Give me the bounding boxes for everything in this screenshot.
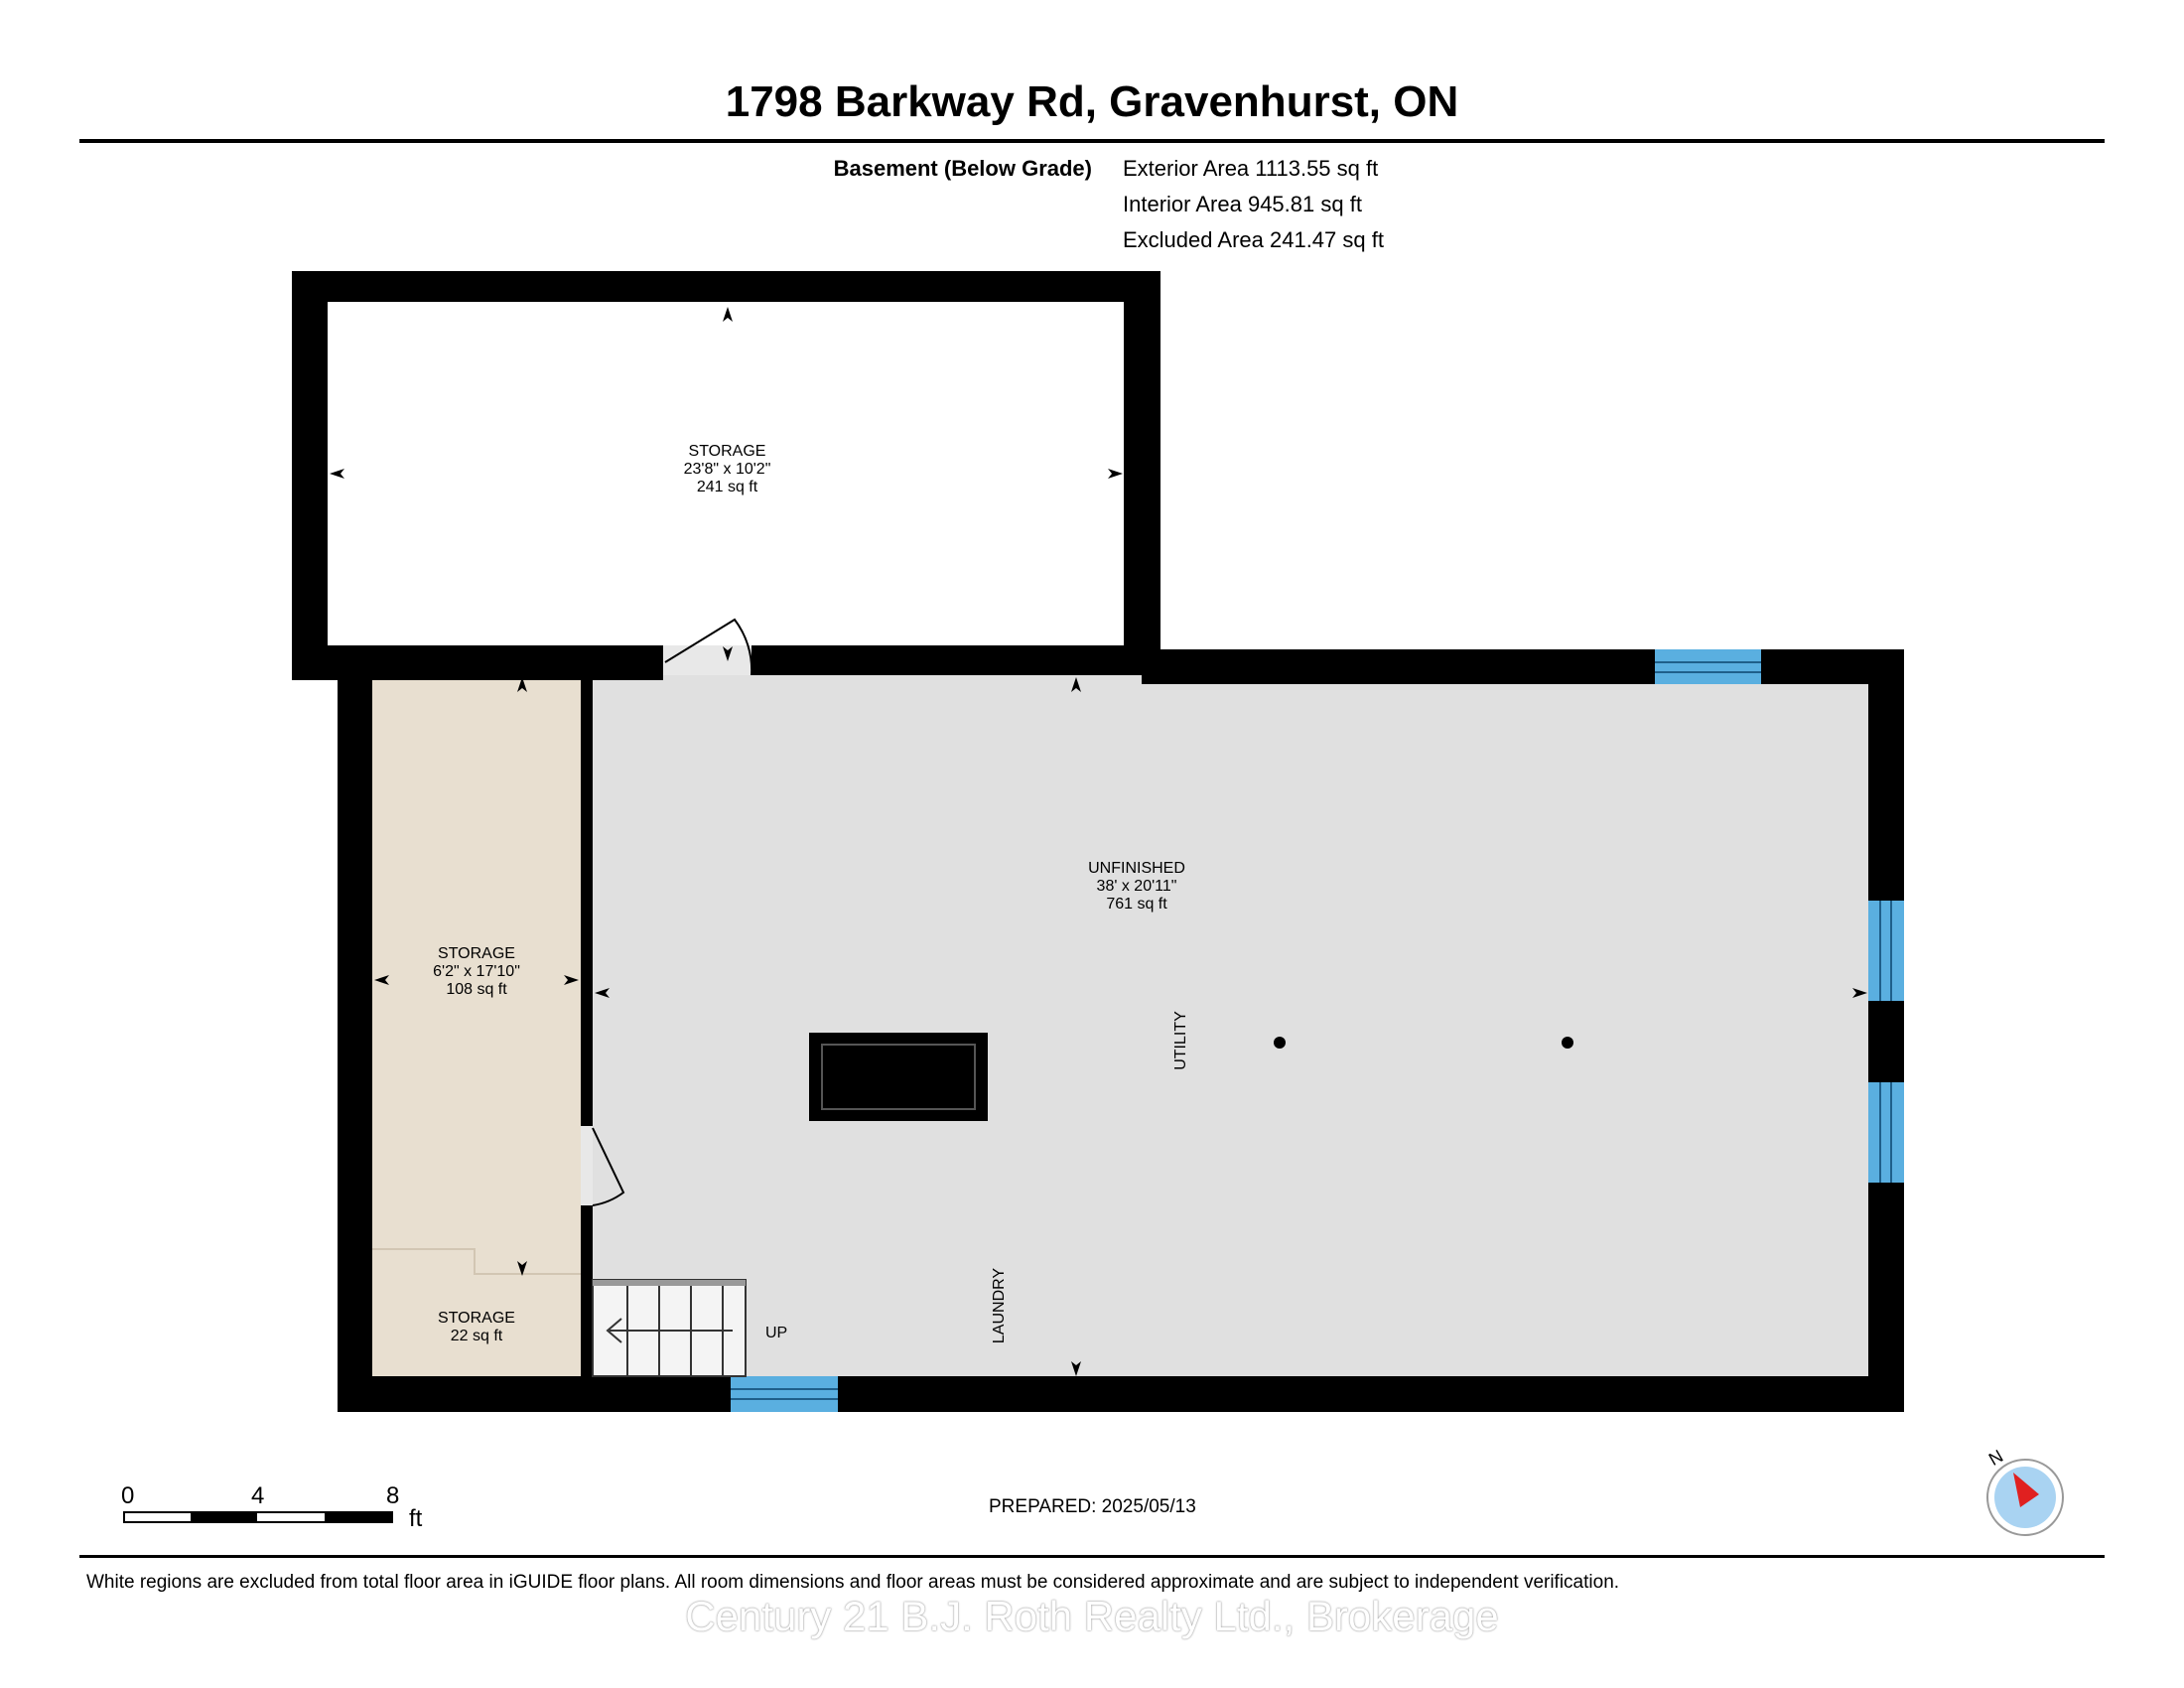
exterior-area: Exterior Area 1113.55 sq ft [1123,156,1379,181]
scale-tick-0: 0 [121,1482,135,1509]
window-east-upper [1868,901,1904,1001]
scale-bar [123,1511,393,1523]
room-name: UNFINISHED [1088,860,1185,877]
stairs-label: UP [765,1325,788,1341]
room-dimensions: 6'2" x 17'10" [433,963,520,980]
unfinished-label: UNFINISHED 38' x 20'11" 761 sq ft [1003,860,1271,914]
header-divider [79,139,2105,143]
storage-top-floor [327,300,1126,645]
interior-area: Interior Area 945.81 sq ft [1123,192,1362,216]
storage-top-label: STORAGE 23'8" x 10'2" 241 sq ft [596,443,859,496]
laundry-label: LAUNDRY [991,1267,1008,1344]
room-area: 241 sq ft [696,479,758,495]
floor-level-label: Basement (Below Grade) [833,156,1092,181]
scale-unit: ft [409,1505,423,1532]
post-marker [1562,1037,1573,1049]
wall-east [1868,649,1904,1412]
wall-west [338,672,372,1412]
post-marker [1274,1037,1286,1049]
wall-top-storage-west [292,271,328,680]
room-area: 22 sq ft [450,1328,503,1344]
wall-interior-partition-lower [581,1205,593,1378]
window-south [731,1376,838,1412]
window-east-lower [1868,1082,1904,1183]
room-area: 761 sq ft [1106,896,1167,913]
wall-divider-east [751,645,1160,675]
disclaimer: White regions are excluded from total fl… [86,1572,1620,1593]
window-north [1655,649,1761,684]
door-swing-storage-top [664,618,753,676]
room-dimensions: 23'8" x 10'2" [683,461,771,478]
room-name: STORAGE [438,945,515,962]
storage-left-label: STORAGE 6'2" x 17'10" 108 sq ft [377,945,576,999]
prepared-date: PREPARED: 2025/05/13 [989,1496,1196,1517]
door-opening-storage-left [581,1126,593,1205]
wall-top-storage-east [1124,271,1160,649]
door-opening-storage-top [663,645,751,675]
room-name: STORAGE [688,443,766,460]
storage-small-label: STORAGE 22 sq ft [377,1310,576,1345]
footer-divider [79,1555,2105,1558]
storage-partition-line [371,1248,581,1275]
unfinished-floor [593,675,1870,1378]
utility-label: UTILITY [1172,1011,1189,1070]
room-name: STORAGE [438,1310,515,1327]
page-title: 1798 Barkway Rd, Gravenhurst, ON [725,77,1459,126]
wall-unfinished-north [1142,649,1904,684]
furnace-fixture [809,1033,988,1121]
compass-icon [1986,1459,2064,1536]
excluded-area: Excluded Area 241.47 sq ft [1123,227,1384,252]
room-dimensions: 38' x 20'11" [1096,878,1177,895]
scale-tick-4: 4 [251,1482,265,1509]
brokerage-watermark: Century 21 B.J. Roth Realty Ltd., Broker… [685,1593,1499,1639]
door-swing-storage-left [592,1127,625,1206]
wall-interior-partition [581,672,593,1126]
scale-tick-8: 8 [386,1482,400,1509]
room-area: 108 sq ft [446,981,507,998]
dimension-arrows [330,307,1867,1376]
stairs [592,1279,747,1377]
wall-top-storage-north [292,271,1160,302]
storage-left-floor [371,672,581,1378]
wall-south [338,1376,1904,1412]
